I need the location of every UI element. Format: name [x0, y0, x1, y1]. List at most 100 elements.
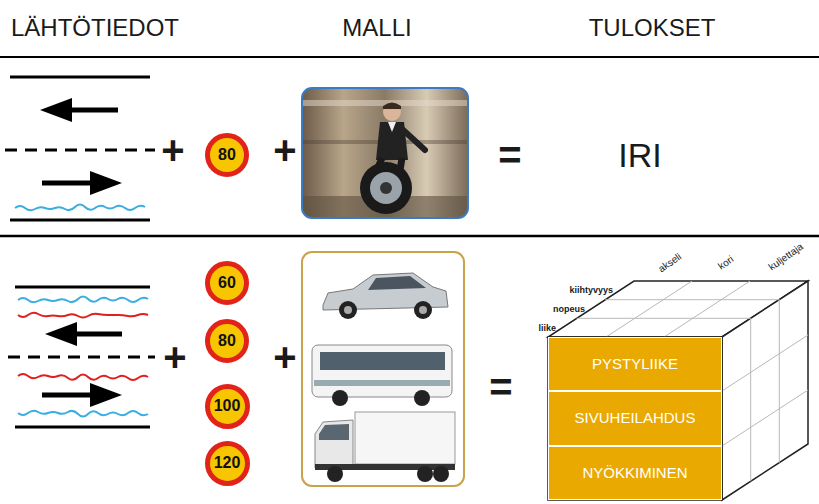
column-header: LÄHTÖTIEDOT	[11, 16, 179, 40]
unicycle-photo-part	[302, 88, 468, 218]
speed-limit-sign: 120	[205, 441, 250, 486]
unicycle-photo-part-part	[380, 182, 392, 194]
road-symbol-part	[10, 219, 150, 222]
axis-label: kori	[717, 254, 736, 271]
speed-limit-sign: 100	[205, 384, 250, 429]
unicycle-photo-part	[302, 88, 468, 218]
result-cube-part-part	[779, 300, 780, 463]
truck-picture	[315, 412, 455, 482]
equals-sign: =	[489, 367, 512, 407]
bus-picture-part	[312, 345, 452, 397]
vehicle-panel-part	[302, 252, 464, 486]
truck-picture-part	[417, 466, 433, 482]
road-symbol-part	[18, 313, 148, 318]
road-symbol-part	[18, 374, 148, 380]
rule-lines	[0, 57, 819, 236]
road-symbol-part	[70, 108, 118, 113]
bus-picture-part	[332, 390, 348, 406]
speed-value: 80	[218, 146, 236, 164]
bus-picture-part	[314, 380, 450, 386]
truck-picture-part	[315, 420, 353, 468]
result-label: PYSTYLIIKE	[592, 356, 678, 373]
result-cube-part	[548, 337, 722, 500]
unicycle-photo-part-part	[360, 162, 412, 214]
unicycle-photo	[302, 88, 468, 218]
road-symbol-part	[75, 332, 122, 337]
road-symbol-part	[42, 181, 92, 186]
car-picture-part	[414, 301, 432, 319]
road-symbol-part	[10, 76, 150, 79]
axis-label: kuljettaja	[767, 242, 805, 273]
truck-picture-part	[327, 466, 343, 482]
speed-limit-sign: 60	[205, 261, 249, 305]
road-symbol-part	[18, 411, 148, 417]
speed-value: 100	[214, 397, 241, 415]
road-symbol-part	[18, 297, 148, 303]
truck-picture-part	[319, 424, 349, 440]
road-symbol-part	[40, 98, 72, 122]
speed-limit-sign: 80	[205, 319, 249, 363]
unicycle-photo-part-part	[388, 122, 396, 132]
road-symbol-part	[5, 149, 155, 152]
road-symbol-part	[90, 383, 122, 407]
equals-sign: =	[498, 135, 521, 175]
plus-sign: +	[163, 337, 186, 377]
plus-sign: +	[273, 130, 296, 170]
result-cube-part-part	[750, 318, 751, 481]
road-symbol	[5, 77, 155, 220]
result-cube-part-part	[722, 390, 808, 446]
speed-limit-sign: 80	[205, 133, 249, 177]
result-cube-part-part	[722, 335, 808, 391]
road-symbol-part	[42, 393, 92, 398]
result-cube-part	[722, 281, 808, 500]
car-picture-part	[419, 306, 427, 314]
result-bar: NYÖKKIMINEN	[548, 446, 722, 500]
result-bar: SIVUHEILAHDUS	[548, 391, 722, 446]
unicycle-photo-part-part	[302, 88, 468, 218]
result-cube-part-part	[605, 299, 779, 300]
bus-picture	[312, 345, 452, 406]
axis-label: nopeus	[553, 305, 585, 314]
bus-picture-part	[414, 390, 430, 406]
plus-sign: +	[161, 130, 184, 170]
road-symbol-part	[45, 322, 77, 346]
result-cube	[548, 281, 808, 500]
truck-picture-part	[433, 466, 449, 482]
car-picture-part	[368, 276, 426, 290]
column-header: MALLI	[342, 16, 411, 40]
car-picture-part	[344, 306, 352, 314]
result-name: IRI	[618, 138, 661, 172]
road-symbol-part	[90, 171, 122, 195]
unicycle-photo-part-part	[383, 103, 401, 110]
result-label: NYÖKKIMINEN	[582, 465, 687, 482]
speed-value: 60	[218, 274, 236, 292]
result-bar: PYSTYLIIKE	[548, 337, 722, 391]
vehicle-panel	[302, 252, 464, 486]
truck-picture-part	[355, 412, 455, 464]
result-cube-part-part	[606, 281, 692, 337]
axis-label: kiihtyvyys	[569, 286, 613, 295]
rule-lines-part	[0, 235, 819, 238]
unicycle-photo-part-part	[383, 103, 401, 121]
road-symbol-part	[8, 356, 155, 359]
bus-picture-part	[320, 352, 445, 370]
result-cube-part-part	[577, 318, 751, 319]
car-picture-part	[339, 301, 357, 319]
result-label: SIVUHEILAHDUS	[575, 410, 696, 427]
car-picture	[323, 273, 448, 319]
plus-sign: +	[273, 337, 296, 377]
road-symbol-part	[15, 426, 150, 429]
axis-label: akseli	[657, 252, 684, 275]
road-symbol-part	[15, 286, 150, 289]
speed-value: 120	[214, 454, 241, 472]
rule-lines-part	[0, 56, 819, 58]
speed-value: 80	[218, 332, 236, 350]
road-symbol	[8, 287, 155, 427]
road-symbol-part	[15, 205, 145, 211]
unicycle-photo-part-part	[401, 128, 425, 150]
result-cube-part-part	[664, 281, 750, 337]
column-header: TULOKSET	[589, 16, 716, 40]
unicycle-photo-part-part	[370, 172, 402, 204]
axis-label: liike	[538, 324, 556, 333]
